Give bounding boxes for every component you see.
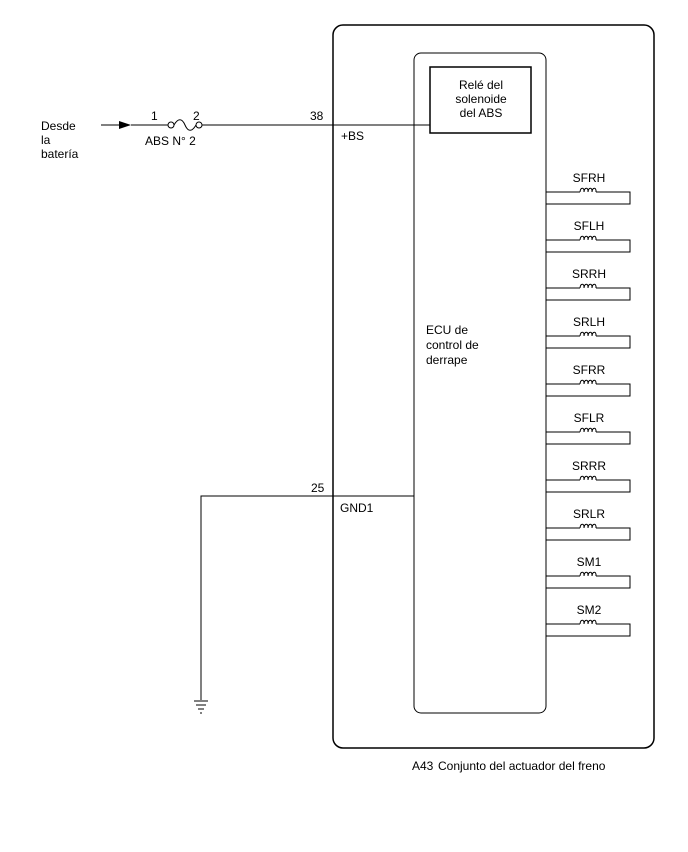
fuse-label: ABS N° 2	[145, 134, 196, 148]
solenoid-label: SFRR	[573, 363, 606, 377]
fuse-icon	[173, 119, 197, 131]
coil-icon	[579, 235, 597, 241]
component-code: A43	[412, 759, 434, 773]
solenoid-wire	[546, 191, 631, 205]
solenoid-wire	[546, 623, 631, 637]
coil-icon	[579, 331, 597, 337]
ecu-box	[413, 52, 547, 714]
fuse-pin-out: 2	[193, 109, 200, 123]
solenoid-label: SRLR	[573, 507, 605, 521]
solenoid-label: SRLH	[573, 315, 605, 329]
solenoid-sflh: SFLH	[546, 219, 631, 253]
relay-box	[429, 66, 532, 134]
solenoid-sfrr: SFRR	[546, 363, 631, 397]
solenoid-label: SFLR	[574, 411, 605, 425]
solenoid-wire	[546, 335, 631, 349]
relay-label-line1: Relé del	[459, 78, 503, 92]
ground-icon	[194, 700, 208, 714]
solenoid-wire	[546, 575, 631, 589]
solenoid-label: SRRR	[572, 459, 606, 473]
solenoid-sm1: SM1	[546, 555, 631, 589]
solenoid-srlr: SRLR	[546, 507, 631, 541]
solenoid-sm2: SM2	[546, 603, 631, 637]
solenoid-sfrh: SFRH	[546, 171, 631, 205]
fuse-pin-in: 1	[151, 109, 158, 123]
ecu-label-line3: derrape	[426, 353, 468, 367]
solenoid-sflr: SFLR	[546, 411, 631, 445]
solenoid-wire	[546, 383, 631, 397]
source-label-line1: Desde	[41, 119, 76, 133]
solenoid-label: SFRH	[573, 171, 606, 185]
fuse-terminal-1	[167, 121, 175, 129]
relay-label-line3: del ABS	[460, 106, 503, 120]
coil-icon	[579, 283, 597, 289]
bs-terminal-name: +BS	[341, 129, 364, 143]
solenoid-wire	[546, 527, 631, 541]
coil-icon	[579, 427, 597, 433]
coil-icon	[579, 523, 597, 529]
solenoid-wire	[546, 431, 631, 445]
bs-pin-number: 38	[310, 109, 324, 123]
source-label-line2: la	[41, 133, 51, 147]
solenoid-wire	[546, 239, 631, 253]
gnd-terminal-name: GND1	[340, 501, 374, 515]
solenoid-label: SFLH	[574, 219, 605, 233]
solenoid-wire	[546, 479, 631, 493]
coil-icon	[579, 187, 597, 193]
solenoid-wire	[546, 287, 631, 301]
source-arrow-icon	[119, 121, 131, 129]
solenoid-label: SM2	[577, 603, 602, 617]
coil-icon	[579, 571, 597, 577]
solenoid-srlh: SRLH	[546, 315, 631, 349]
actuator-assembly-box	[332, 24, 655, 749]
solenoid-srrh: SRRH	[546, 267, 631, 301]
gnd-pin-number: 25	[311, 481, 325, 495]
coil-icon	[579, 379, 597, 385]
solenoid-label: SM1	[577, 555, 602, 569]
source-label-line3: batería	[41, 147, 79, 161]
coil-icon	[579, 619, 597, 625]
ecu-label-line2: control de	[426, 338, 479, 352]
ecu-label-line1: ECU de	[426, 323, 468, 337]
solenoid-label: SRRH	[572, 267, 606, 281]
relay-label-line2: solenoide	[455, 92, 507, 106]
coil-icon	[579, 475, 597, 481]
component-name: Conjunto del actuador del freno	[438, 759, 606, 773]
solenoid-srrr: SRRR	[546, 459, 631, 493]
gnd-wire	[200, 495, 414, 700]
